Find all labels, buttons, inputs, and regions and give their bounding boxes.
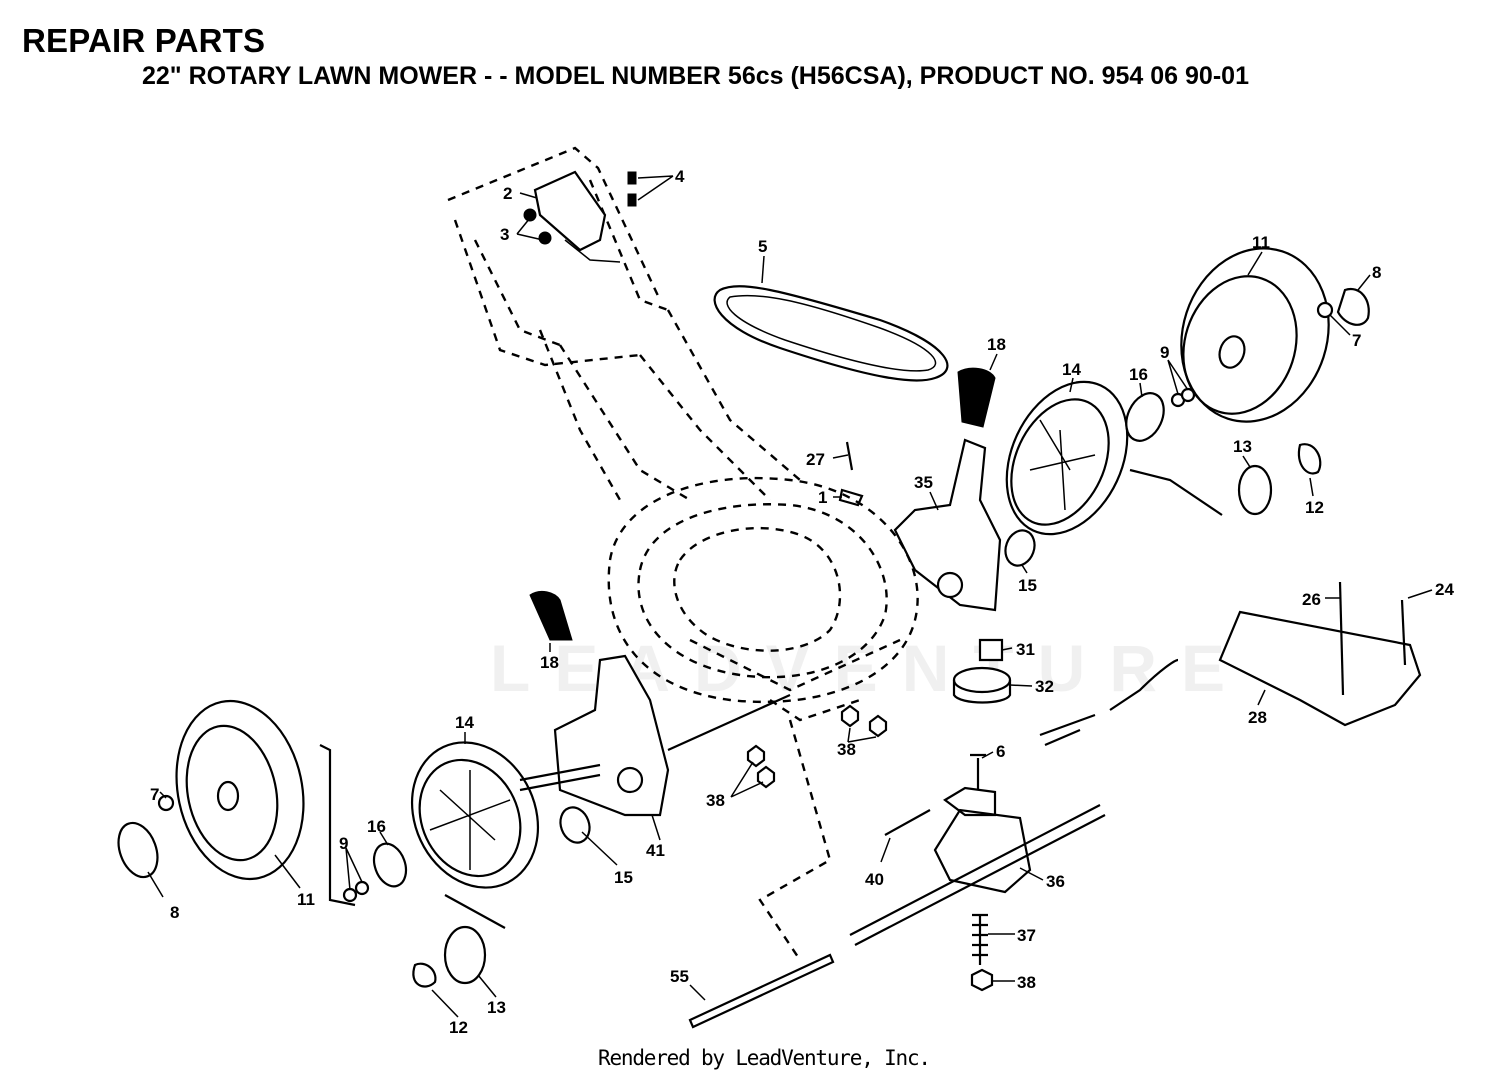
page-subtitle: 22" ROTARY LAWN MOWER - - MODEL NUMBER 5… [142,62,1249,90]
callout-41: 41 [646,841,665,860]
drive-belt [713,285,949,382]
callout-32: 32 [1035,677,1054,696]
callout-27: 27 [806,450,825,469]
left-wheel-assembly [117,699,540,988]
callout-24: 24 [1435,580,1454,599]
callout-28: 28 [1248,708,1267,727]
rear-shield [1218,581,1422,727]
callout-26: 26 [1302,590,1321,609]
callout-6: 6 [996,742,1005,761]
callout-18: 18 [987,335,1006,354]
right-drive-bracket [838,367,1036,612]
callout-14: 14 [1062,360,1081,379]
callout-9: 9 [339,834,348,853]
callout-31: 31 [1016,640,1035,659]
callout-13: 13 [487,998,506,1017]
callout-9: 9 [1160,343,1169,362]
callout-15: 15 [614,868,633,887]
transmission-assembly [688,638,1179,1029]
callout-55: 55 [670,967,689,986]
callout-15: 15 [1018,576,1037,595]
callout-40: 40 [865,870,884,889]
callout-37: 37 [1017,926,1036,945]
callout-16: 16 [367,817,386,836]
callout-8: 8 [1372,263,1381,282]
callout-35: 35 [914,473,933,492]
callout-12: 12 [1305,498,1324,517]
left-drive-bracket [519,590,791,844]
page-title: REPAIR PARTS [22,22,266,59]
leader-lines [147,175,1433,1018]
deck-outline [607,476,919,961]
callout-3: 3 [500,225,509,244]
callout-11: 11 [1252,233,1270,252]
handle-outline [447,146,801,502]
callout-labels: 2 4 3 5 11 8 7 9 16 14 18 27 1 35 13 12 … [150,167,1454,1037]
callout-2: 2 [503,184,512,203]
callout-38: 38 [1017,973,1036,992]
callout-5: 5 [758,237,767,256]
callout-11: 11 [297,890,315,909]
callout-7: 7 [1352,331,1361,350]
right-wheel-assembly [1005,247,1370,536]
callout-12: 12 [449,1018,468,1037]
callout-7: 7 [150,785,159,804]
callout-14: 14 [455,713,474,732]
callout-18: 18 [540,653,559,672]
callout-13: 13 [1233,437,1252,456]
callout-36: 36 [1046,872,1065,891]
callout-16: 16 [1129,365,1148,384]
callout-4: 4 [675,167,685,186]
callout-38: 38 [837,740,856,759]
callout-8: 8 [170,903,179,922]
footer-credit: Rendered by LeadVenture, Inc. [598,1046,931,1070]
callout-1: 1 [818,488,827,507]
handle-bracket [523,170,637,263]
callout-38: 38 [706,791,725,810]
